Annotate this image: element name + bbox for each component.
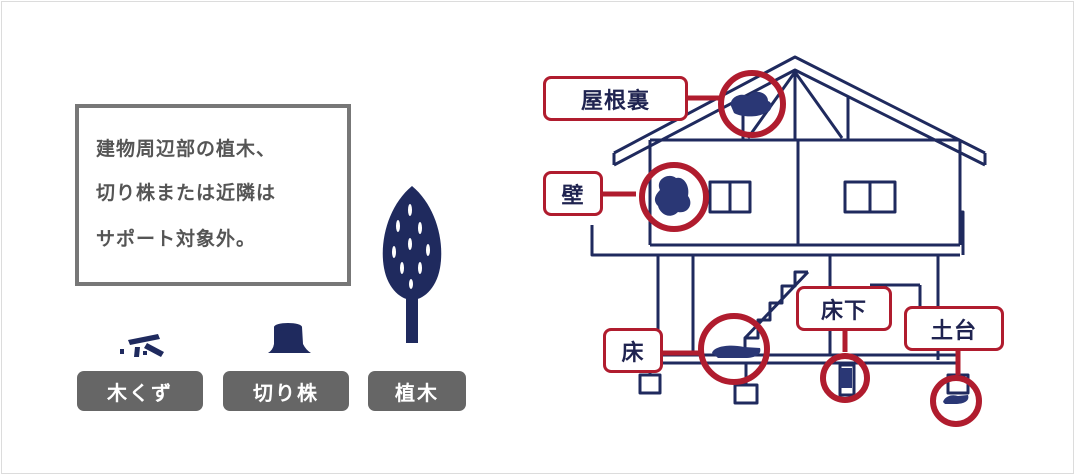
under-floor-text: 床下	[820, 298, 867, 324]
notice-box: 建物周辺部の植木、 切り株または近隣は サポート対象外。	[75, 104, 351, 286]
foundation-label: 土台	[904, 306, 1004, 351]
floor-text: 床	[621, 340, 645, 366]
foundation-text: 土台	[930, 318, 977, 344]
wood-debris-badge: 木くず	[77, 371, 203, 411]
wood-debris-icon	[120, 334, 164, 357]
wood-debris-label: 木くず	[107, 380, 173, 405]
notice-line-1: 建物周辺部の植木、	[96, 138, 277, 160]
connector-lines	[601, 95, 961, 375]
stump-icon	[268, 323, 311, 353]
wall-label: 壁	[543, 171, 603, 216]
wall-text: 壁	[561, 183, 585, 209]
pest-markers	[654, 91, 969, 404]
tree-icon	[382, 186, 442, 343]
stump-label: 切り株	[253, 380, 319, 405]
under-floor-label: 床下	[796, 286, 892, 331]
highlight-circles	[639, 70, 982, 427]
tree-badge: 植木	[368, 371, 466, 411]
notice-line-3: サポート対象外。	[96, 228, 257, 250]
tree-label: 植木	[395, 380, 439, 405]
notice-line-2: 切り株または近隣は	[96, 182, 277, 204]
attic-text: 屋根裏	[580, 88, 650, 114]
stump-badge: 切り株	[223, 371, 349, 411]
floor-label: 床	[603, 328, 663, 373]
attic-label: 屋根裏	[543, 76, 688, 121]
